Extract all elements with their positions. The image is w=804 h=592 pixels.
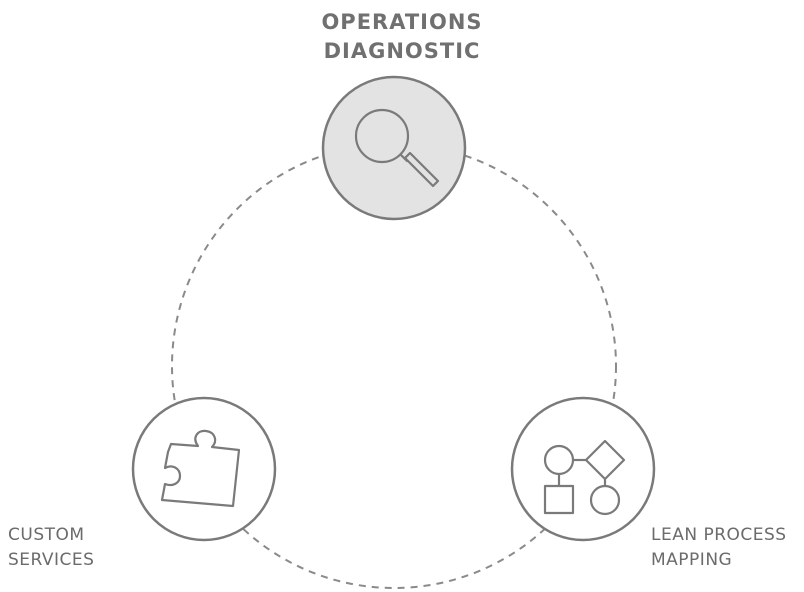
flowchart-icon [543, 439, 626, 516]
node-custom-services [131, 396, 277, 542]
node-circle [131, 396, 277, 542]
label-custom-services: CUSTOM SERVICES [8, 523, 94, 573]
node-lean-process-mapping [510, 396, 656, 542]
label-lean-process-mapping: LEAN PROCESS MAPPING [651, 523, 787, 573]
label-line: LEAN PROCESS [651, 525, 787, 545]
label-line: OPERATIONS [321, 10, 483, 34]
label-line: SERVICES [8, 550, 95, 570]
node-circle [321, 75, 467, 221]
label-line: MAPPING [651, 550, 733, 570]
puzzle-piece-icon [160, 429, 241, 508]
node-circle [510, 396, 656, 542]
magnifying-glass-icon [354, 108, 440, 188]
label-line: DIAGNOSTIC [323, 39, 481, 63]
node-operations-diagnostic [321, 75, 467, 221]
label-operations-diagnostic: OPERATIONS DIAGNOSTIC [302, 8, 502, 66]
label-line: CUSTOM [8, 525, 85, 545]
